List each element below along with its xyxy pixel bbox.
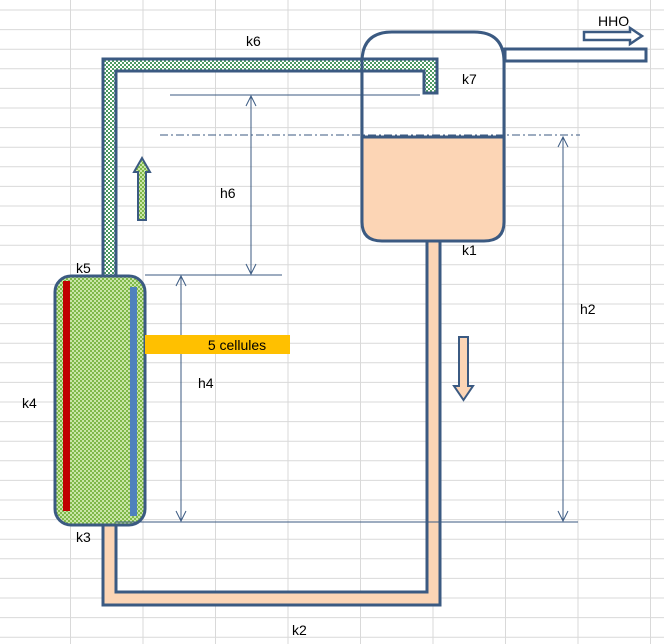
gas-flow-up-arrow-icon [132, 155, 152, 221]
label-k2: k2 [292, 622, 307, 638]
cells-callout-box [145, 335, 290, 354]
label-k3: k3 [76, 529, 91, 545]
separator-tank [360, 30, 506, 243]
label-k5: k5 [76, 260, 91, 276]
label-hho: HHO [598, 13, 629, 29]
dimension-lines [115, 94, 580, 523]
hho-outlet-pipe [503, 47, 648, 63]
separator-tank-liquid [362, 137, 504, 241]
label-k6: k6 [246, 33, 261, 49]
label-h2: h2 [580, 301, 596, 317]
hho-arrow-icon [582, 25, 645, 47]
cells-callout-label: 5 cellules [208, 337, 266, 353]
cathode-plate [130, 287, 137, 516]
label-k7: k7 [462, 71, 477, 87]
electrolyzer-cell [53, 274, 147, 527]
label-h4: h4 [198, 375, 214, 391]
label-k4: k4 [22, 395, 37, 411]
anode-plate [63, 281, 70, 511]
label-h6: h6 [220, 185, 236, 201]
liquid-flow-down-arrow-icon [452, 336, 475, 402]
pipe-k2-return [101, 238, 442, 607]
label-k1: k1 [462, 242, 477, 258]
pipe-k6-inlet [360, 57, 439, 95]
